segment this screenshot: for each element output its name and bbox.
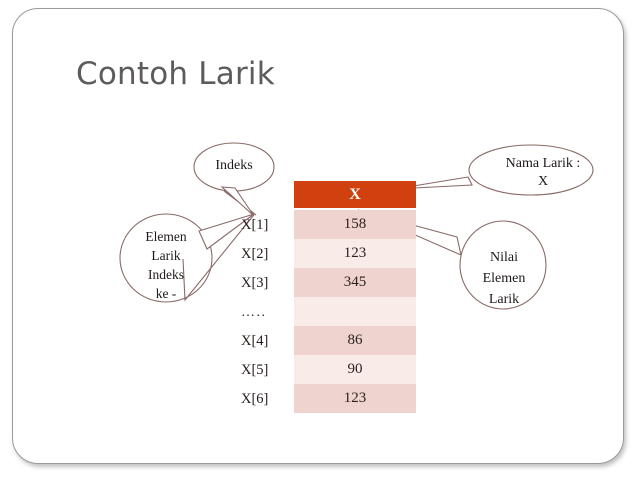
array-value-cell: 158 [294, 210, 416, 239]
callout-label-nama-larik: Nama Larik : X [505, 156, 581, 189]
array-index-label: X[5] [241, 362, 269, 378]
array-value-cell: 90 [294, 355, 416, 384]
array-index-ellipsis: ….. [241, 305, 267, 320]
array-value-cell: 86 [294, 326, 416, 355]
callout-label-indeks: Indeks [215, 158, 253, 173]
array-index-label: X[1] [241, 217, 269, 233]
array-value-cell: 123 [294, 239, 416, 268]
page-title: Contoh Larik [76, 56, 275, 92]
array-index-label: X[6] [241, 391, 269, 407]
array-index-label: X[4] [241, 333, 269, 349]
array-index-column: X[1] X[2] X[3] ….. X[4] X[5] X[6] [241, 211, 291, 414]
array-value-cell [294, 297, 416, 326]
callout-label-elemen-larik-indeks: Elemen Larik Indeks ke - [145, 229, 187, 301]
callout-indeks-shape [193, 142, 275, 217]
callout-label-nilai-elemen-larik: Nilai Elemen Larik [482, 250, 526, 307]
slide-canvas: Contoh Larik X 158 123 345 [12, 8, 624, 464]
array-value-cell: 345 [294, 268, 416, 297]
array-table: X 158 123 345 86 90 123 [294, 181, 416, 413]
array-value-cell: 123 [294, 384, 416, 413]
array-index-label: X[3] [241, 275, 269, 291]
array-header-cell: X [294, 181, 416, 208]
array-index-label: X[2] [241, 246, 269, 262]
